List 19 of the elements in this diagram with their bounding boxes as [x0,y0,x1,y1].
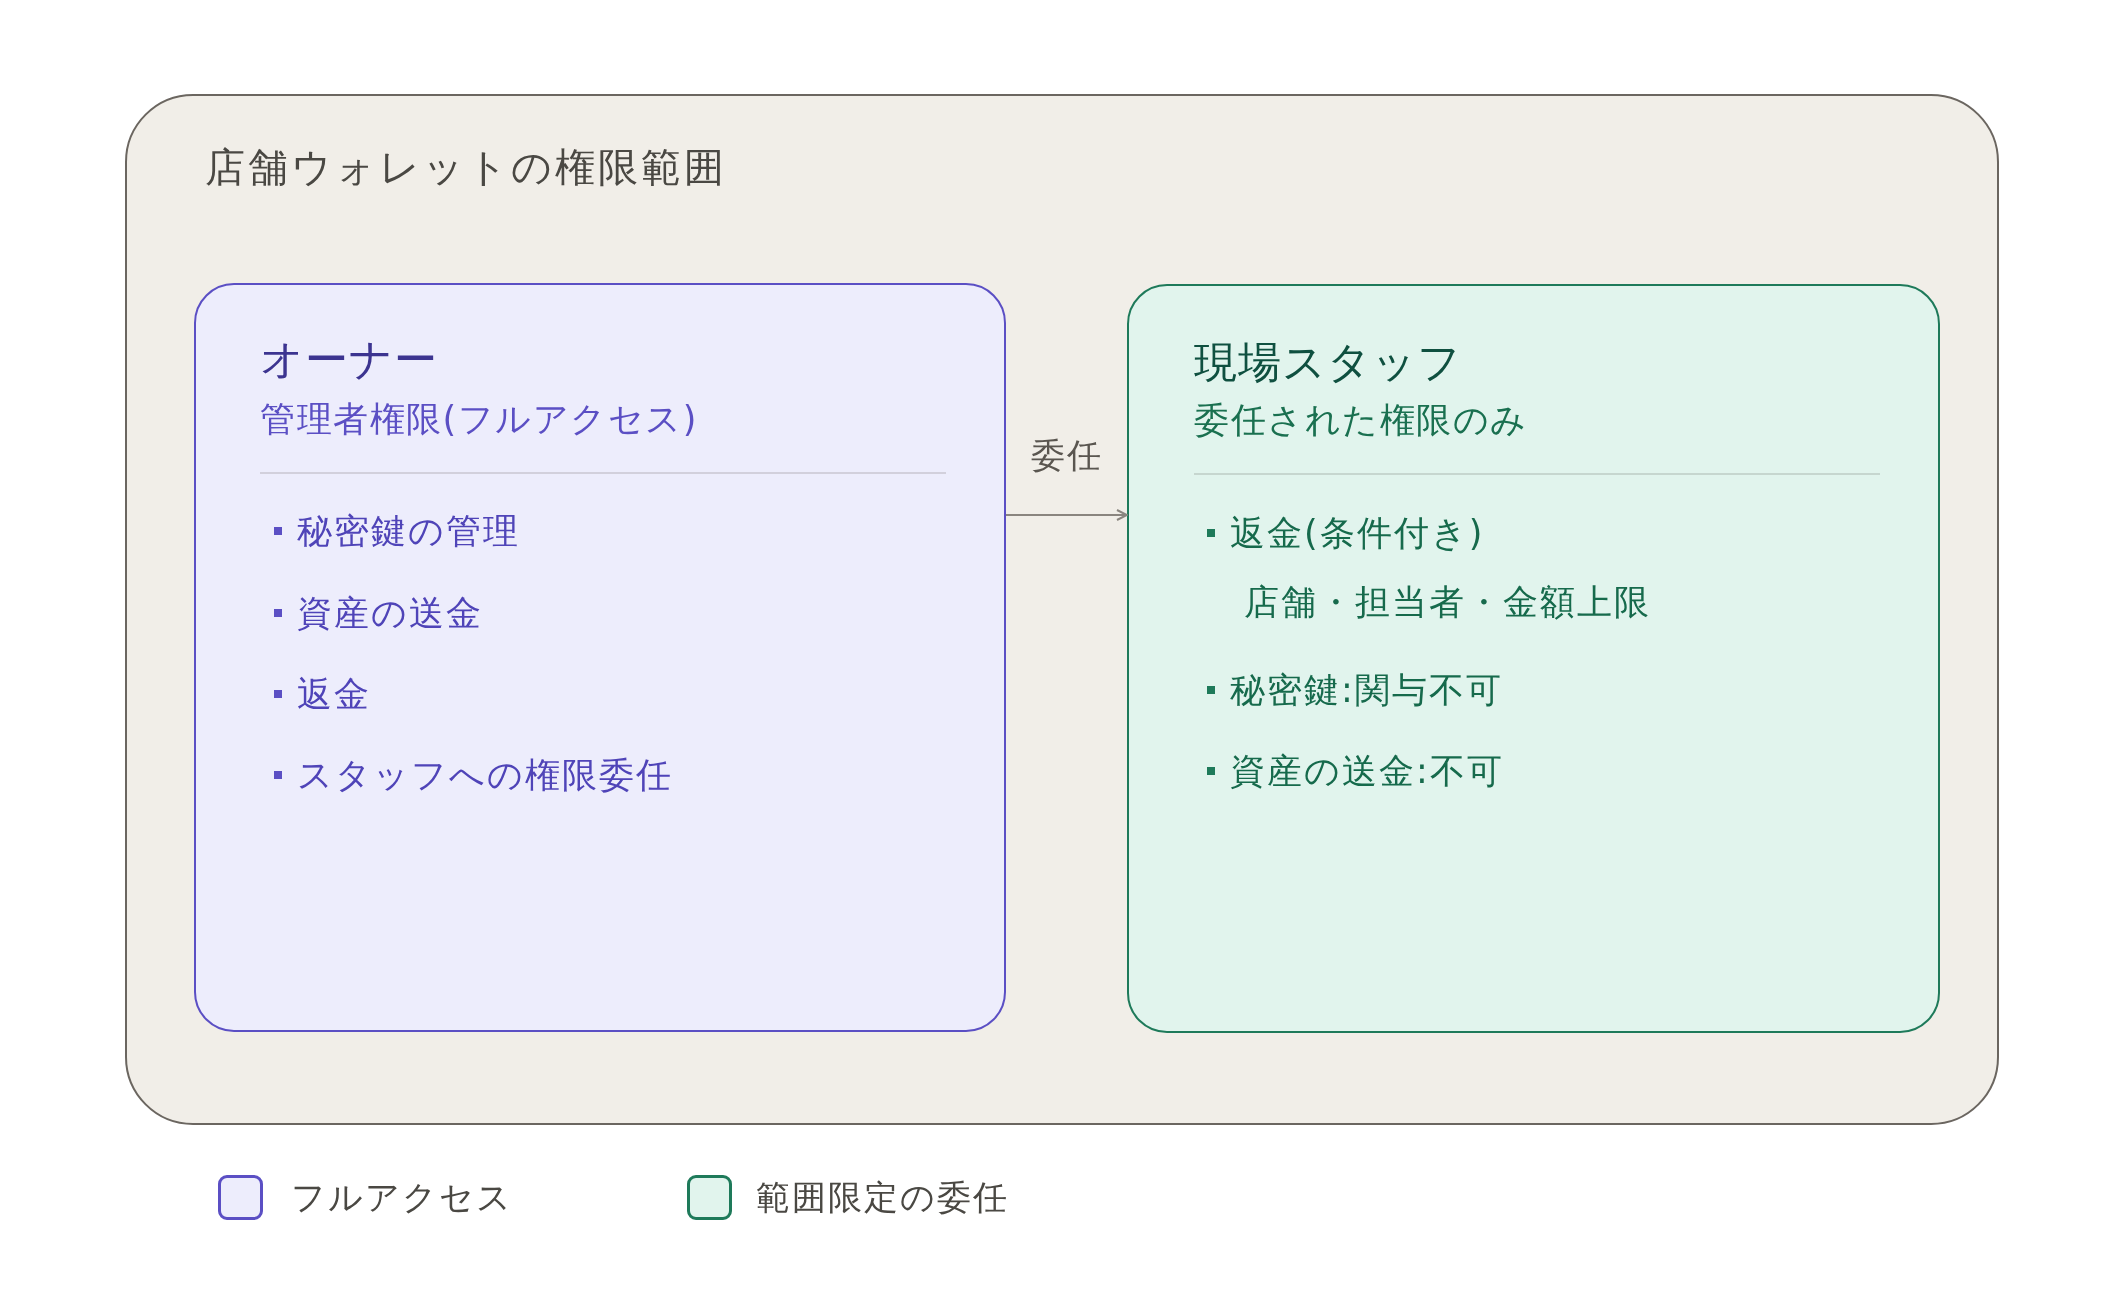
list-item: 返金(条件付き) [1230,512,1485,556]
legend-label: 範囲限定の委任 [756,1175,1009,1219]
list-note: 店舗・担当者・金額上限 [1244,581,1651,625]
role-card [194,283,1006,1032]
legend-label: フルアクセス [291,1175,513,1219]
panel [125,94,1999,1125]
list-item: 秘密鍵:関与不可 [1230,669,1503,713]
role-heading: 現場スタッフ [1194,336,1462,390]
role-subtitle: 委任された権限のみ [1194,399,1528,443]
role-card [1127,284,1940,1033]
list-item: 資産の送金 [297,592,483,636]
role-heading: オーナー [260,333,438,387]
role-subtitle: 管理者権限(フルアクセス) [260,398,698,442]
list-item: 返金 [297,673,371,717]
arrow [1005,509,1128,521]
list-item: スタッフへの権限委任 [297,754,673,798]
list-item: 資産の送金:不可 [1230,750,1504,794]
list-item: 秘密鍵の管理 [297,510,520,554]
panel-heading: 店舗ウォレットの権限範囲 [205,143,727,192]
